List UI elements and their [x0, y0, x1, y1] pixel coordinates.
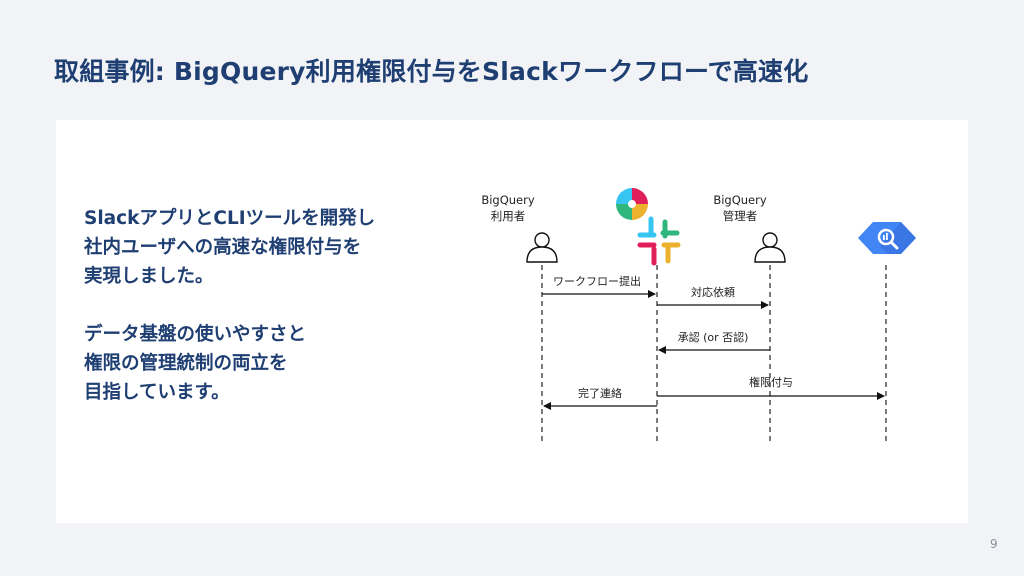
body-text: SlackアプリとCLIツールを開発し 社内ユーザへの高速な権限付与を 実現しま…	[84, 204, 375, 407]
admin-actor-label-line2: 管理者	[723, 209, 758, 223]
bigquery-icon	[858, 222, 916, 254]
body-line: 実現しました。	[84, 266, 214, 287]
admin-person-icon	[754, 232, 786, 263]
body-line: 目指しています。	[84, 382, 230, 403]
slack-icon	[616, 188, 648, 220]
message-approve-label: 承認 (or 否認)	[678, 330, 749, 344]
body-line: 社内ユーザへの高速な権限付与を	[84, 237, 362, 258]
body-line: 権限の管理統制の両立を	[84, 353, 288, 374]
page-number: 9	[990, 537, 998, 551]
user-actor-label-line1: BigQuery	[481, 193, 535, 207]
slide-title: 取組事例: BigQuery利用権限付与をSlackワークフローで高速化	[54, 57, 809, 86]
body-line: データ基盤の使いやすさと	[84, 324, 307, 345]
body-line: SlackアプリとCLIツールを開発し	[84, 208, 376, 229]
admin-actor-label-line1: BigQuery	[713, 193, 767, 207]
user-person-icon	[526, 232, 558, 263]
message-submit-label: ワークフロー提出	[553, 274, 641, 288]
content-card	[56, 120, 968, 523]
slack-hash-icon	[637, 216, 681, 266]
message-grant-label: 権限付与	[749, 375, 793, 389]
message-notify-label: 完了連絡	[578, 386, 622, 400]
user-actor-label-line2: 利用者	[491, 209, 526, 223]
message-request-label: 対応依頼	[691, 285, 735, 299]
